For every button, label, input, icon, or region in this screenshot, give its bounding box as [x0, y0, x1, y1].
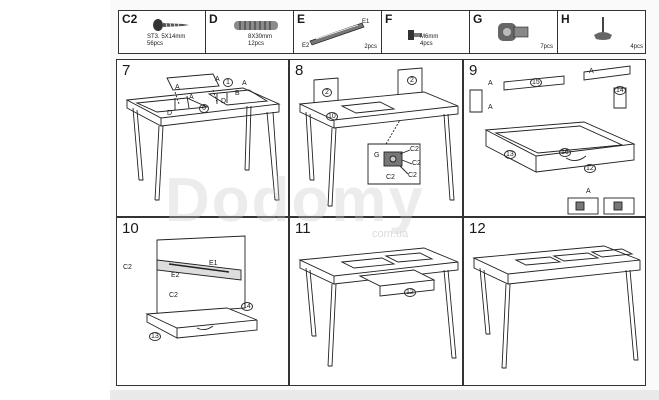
part-c2: C2 ST3. 5X14mm 56pcs: [119, 11, 206, 53]
callout-a: A: [586, 188, 591, 195]
desk-frame-illustration: [125, 73, 281, 201]
slide-label-e1: E1: [362, 19, 370, 25]
step-number: 12: [469, 220, 486, 237]
callout-part-10: 10: [326, 112, 338, 121]
watermark-site: com.ua: [372, 228, 409, 240]
callout-part-6: 6: [199, 104, 209, 113]
drawer-box-illustration: [469, 65, 636, 215]
part-h: H 4pcs: [558, 11, 647, 53]
step-9-panel: 9 A A 15 14 A 13: [463, 59, 646, 217]
callout-part-16: 16: [559, 148, 571, 157]
callout-a: A: [488, 104, 493, 111]
step-number: 11: [295, 220, 311, 237]
part-spec: ST3. 5X14mm 56pcs: [147, 34, 186, 47]
part-qty: 2pcs: [364, 44, 377, 50]
callout-a: A: [175, 84, 180, 91]
callout-a: A: [589, 68, 594, 75]
callout-part-13: 13: [149, 332, 161, 341]
step-7-panel: 7 A A A: [116, 59, 289, 217]
scan-margin: [0, 0, 110, 400]
slide-label-e2: E2: [302, 43, 310, 49]
step-11-panel: 11 12: [289, 217, 463, 386]
finished-desk-illustration: [472, 245, 641, 369]
part-letter: F: [385, 12, 393, 26]
step-10-panel: 10 C2 E2 E1 C2 14 13: [116, 217, 289, 386]
part-qty: 7pcs: [540, 44, 553, 50]
step-12-panel: 12: [463, 217, 646, 386]
callout-part-2: 2: [407, 76, 417, 85]
callout-d: D: [167, 110, 173, 117]
callout-c2: C2: [408, 172, 417, 179]
part-letter: G: [473, 12, 483, 26]
dowel-icon: [234, 21, 278, 30]
callout-e1: E1: [209, 260, 218, 267]
part-letter: C2: [122, 12, 138, 26]
callout-d: D: [221, 98, 227, 105]
hinge-icon: [498, 23, 529, 41]
part-spec: 8X30mm 12pcs: [248, 34, 273, 47]
bolt-icon: [408, 30, 422, 40]
part-g: G 7pcs: [470, 11, 558, 53]
callout-part-12: 12: [404, 288, 416, 297]
callout-a: A: [189, 94, 194, 101]
callout-part-12: 12: [584, 164, 596, 173]
foot-glide-icon: [594, 17, 612, 40]
callout-c2: C2: [410, 146, 419, 153]
scan-bottom-edge: [110, 390, 659, 400]
callout-part-13: 13: [504, 150, 516, 159]
callout-part-2: 2: [322, 88, 332, 97]
step-8-panel: 8 2 2 G C2 C2 C2: [289, 59, 463, 217]
parts-list: C2 ST3. 5X14mm 56pcs D 8X30mm 12pcs: [118, 10, 646, 54]
drawer-slide-install-illustration: [145, 235, 258, 339]
part-d: D 8X30mm 12pcs: [206, 11, 294, 53]
callout-part-1: 1: [223, 78, 233, 87]
part-qty: 4pcs: [630, 44, 643, 50]
callout-e2: E2: [171, 272, 180, 279]
callout-part-15: 15: [530, 78, 542, 87]
part-letter: E: [297, 12, 306, 26]
screw-icon: [153, 19, 189, 31]
step-number: 7: [122, 62, 131, 79]
drawer-slide-icon: [309, 22, 365, 46]
callout-c2: C2: [386, 174, 395, 181]
part-f: F M6mm 4pcs: [382, 11, 470, 53]
part-spec: M6mm 4pcs: [420, 34, 439, 47]
step-number: 8: [295, 62, 304, 79]
callout-c2: C2: [169, 292, 178, 299]
callout-c2: C2: [123, 264, 132, 271]
part-letter: D: [209, 12, 218, 26]
part-e: E E1 E2 2pcs: [294, 11, 382, 53]
drawer-insert-illustration: [298, 247, 459, 367]
callout-part-14: 14: [241, 302, 253, 311]
step-number: 9: [469, 62, 478, 79]
desk-lid-illustration: [298, 67, 459, 207]
callout-c2: C2: [412, 160, 421, 167]
callout-part-14: 14: [614, 86, 626, 95]
callout-b: B: [235, 90, 240, 97]
callout-a: A: [242, 80, 247, 87]
callout-g: G: [374, 152, 380, 159]
step-number: 10: [122, 220, 139, 237]
callout-a: A: [215, 76, 220, 83]
callout-a: A: [488, 80, 493, 87]
part-letter: H: [561, 12, 570, 26]
